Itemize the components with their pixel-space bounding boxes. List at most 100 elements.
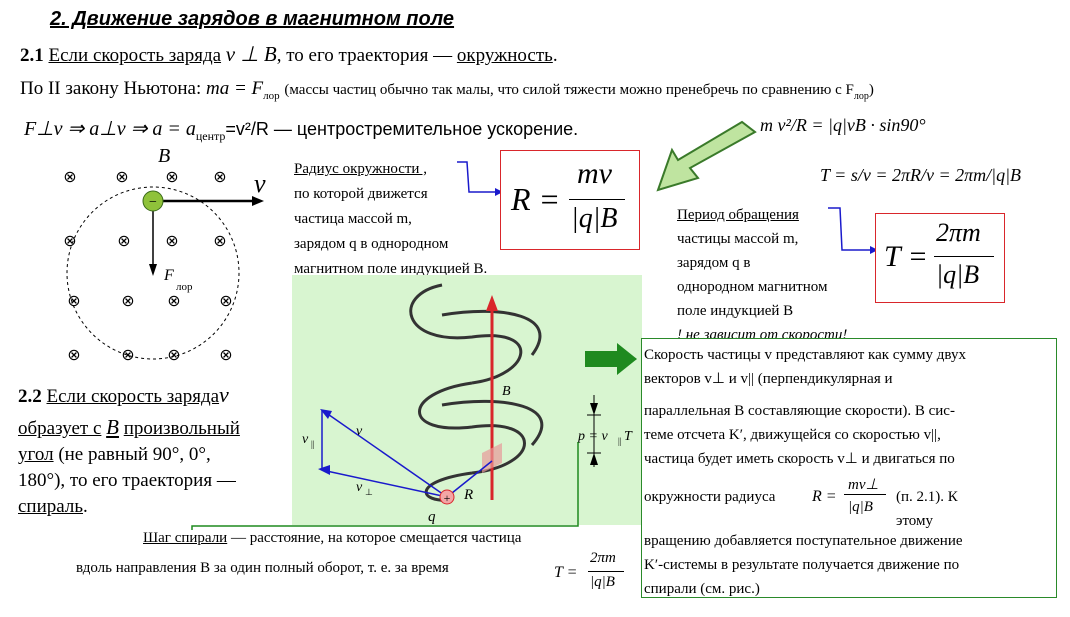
helix-label-q: q bbox=[428, 509, 436, 525]
helix-label-vperp: v bbox=[356, 480, 363, 495]
pitch-line-1: Шаг спирали — расстояние, на которое сме… bbox=[143, 530, 521, 547]
svg-text:⊗: ⊗ bbox=[165, 233, 178, 250]
dot: . bbox=[552, 45, 558, 66]
helix-label-vperp-sub: ⊥ bbox=[365, 487, 373, 497]
radius-line-5: магнитном поле индукцией B. bbox=[294, 261, 488, 277]
box-line-7: (п. 2.1). К этому bbox=[896, 489, 958, 529]
helix-diagram: + B v v || v ⊥ R q p = v || T bbox=[292, 275, 642, 525]
period-den: |q|B bbox=[936, 260, 980, 289]
helix-label-vpar: v bbox=[302, 432, 309, 447]
result-circle: окружность bbox=[456, 45, 553, 66]
label-F: F bbox=[163, 267, 174, 284]
section-2-1-heading: 2.1 Если скорость заряда v ⊥ B, то его т… bbox=[20, 42, 558, 67]
accel-line: F⊥v ⇒ a⊥v ⇒ a = aцентр=v²/R — центростре… bbox=[24, 116, 578, 144]
s22-l3b: (не равный 90°, 0°, bbox=[58, 444, 211, 465]
svg-text:⊗: ⊗ bbox=[167, 293, 180, 310]
condition-mid: , то его траектория — bbox=[276, 45, 453, 66]
box-line-3: параллельная B составляющие скорости). В… bbox=[644, 403, 955, 419]
box-line-6: окружности радиуса bbox=[644, 489, 776, 505]
radius-line-2: по которой движется bbox=[294, 186, 428, 202]
period-line-5: поле индукцией B bbox=[677, 303, 794, 319]
s22-result-spiral: спираль bbox=[18, 496, 84, 517]
page-title: 2. Движение зарядов в магнитном поле bbox=[50, 8, 455, 30]
helix-label-R: R bbox=[463, 487, 473, 503]
svg-text:⊗: ⊗ bbox=[121, 293, 134, 310]
svg-text:⊗: ⊗ bbox=[115, 169, 128, 186]
period-num: 2πm bbox=[936, 218, 981, 247]
radius-den: |q|B bbox=[571, 203, 618, 234]
charge-sign: − bbox=[149, 195, 157, 210]
equation-force-balance: m v²/R = |q|vB · sin90° bbox=[760, 115, 926, 135]
pitch-formula-lhs: T = bbox=[554, 564, 578, 581]
equation-period-derivation: T = s/v = 2πR/v = 2πm/|q|B bbox=[820, 165, 1022, 185]
box-formula-den: |q|B bbox=[848, 499, 873, 515]
green-right-arrow-icon bbox=[585, 343, 637, 375]
radius-formula-box: R = mv |q|B bbox=[500, 150, 640, 250]
helix-label-v: v bbox=[356, 424, 363, 439]
accel-sub: центр bbox=[195, 129, 226, 143]
svg-text:⊗: ⊗ bbox=[165, 169, 178, 186]
box-line-5: частица будет иметь скорость v⊥ и двигат… bbox=[644, 451, 955, 467]
accel-vectors: F⊥v ⇒ a⊥v ⇒ a = a bbox=[24, 118, 196, 140]
newton-pre: По II закону Ньютона: bbox=[20, 78, 202, 99]
svg-text:⊗: ⊗ bbox=[213, 169, 226, 186]
helix-label-pT: T bbox=[624, 429, 633, 444]
pitch-rest: — расстояние, на которое смещается части… bbox=[230, 530, 522, 546]
svg-text:⊗: ⊗ bbox=[219, 293, 232, 310]
newton-note: (массы частиц обычно так малы, что силой… bbox=[284, 82, 854, 98]
box-formula-num: mv⊥ bbox=[848, 477, 879, 493]
svg-text:⊗: ⊗ bbox=[67, 347, 80, 364]
green-arrow-icon bbox=[656, 120, 757, 192]
helix-label-p-sub: || bbox=[618, 436, 622, 446]
period-link-icon bbox=[828, 207, 878, 254]
condition-text: Если скорость заряда bbox=[48, 45, 222, 66]
velocity-decomposition-box: Скорость частицы v представляют как сумм… bbox=[641, 338, 1057, 598]
box-line-9: K′-системы в результате получается движе… bbox=[644, 557, 960, 573]
period-formula-box: T = 2πm |q|B bbox=[875, 213, 1005, 303]
circular-motion-diagram: ⊗⊗⊗⊗ ⊗⊗⊗⊗ ⊗⊗⊗⊗ ⊗⊗⊗⊗ − B v F лор bbox=[63, 145, 266, 364]
s22-v: v bbox=[219, 382, 229, 407]
newton-note-end: ) bbox=[868, 82, 874, 98]
newton-note-sub: лор bbox=[853, 90, 869, 102]
s22-dot: . bbox=[83, 496, 88, 517]
radius-line-3: частица массой m, bbox=[294, 211, 412, 227]
svg-text:⊗: ⊗ bbox=[219, 347, 232, 364]
radius-num: mv bbox=[577, 157, 612, 190]
newton-equation: ma = F bbox=[206, 78, 264, 99]
newton-line: По II закону Ньютона: ma = Fлор (массы ч… bbox=[20, 78, 874, 102]
helix-label-vpar-sub: || bbox=[311, 439, 315, 449]
newton-sub: лор bbox=[263, 89, 280, 102]
period-line-1: Период обращения bbox=[677, 207, 799, 223]
pitch-term: Шаг спирали bbox=[143, 530, 228, 546]
svg-text:⊗: ⊗ bbox=[213, 233, 226, 250]
s22-B: B bbox=[106, 415, 119, 439]
s22-l4: 180°), то его траектория — bbox=[18, 470, 236, 491]
box-line-8: вращению добавляется поступательное движ… bbox=[644, 533, 963, 549]
s22-l2a: образует с bbox=[18, 418, 102, 439]
label-F-sub: лор bbox=[176, 281, 193, 293]
radius-lhs: R = bbox=[511, 181, 561, 217]
s22-l3a: угол bbox=[18, 444, 54, 465]
period-lhs: T = bbox=[884, 240, 928, 273]
s22-l1: Если скорость заряда bbox=[46, 386, 220, 407]
helix-label-B: B bbox=[502, 384, 511, 399]
period-line-4: однородном магнитном bbox=[677, 279, 828, 295]
section-2-2: 2.2 Если скорость зарядаv образует с B п… bbox=[18, 382, 240, 520]
box-line-10: спирали (см. рис.) bbox=[644, 581, 760, 597]
svg-text:⊗: ⊗ bbox=[121, 347, 134, 364]
condition-vectors: v ⊥ B bbox=[225, 42, 277, 66]
pitch-line-2: вдоль направления B за один полный оборо… bbox=[76, 560, 449, 576]
pitch-connector-icon bbox=[191, 442, 579, 530]
pitch-formula-num: 2πm bbox=[590, 550, 616, 566]
svg-text:⊗: ⊗ bbox=[63, 233, 76, 250]
box-line-4: теме отсчета K′, движущейся со скоростью… bbox=[644, 427, 941, 443]
section-number: 2.1 bbox=[20, 45, 44, 66]
accel-rest: =v²/R — центростремительное ускорение. bbox=[225, 119, 579, 139]
radius-line-1: Радиус окружности , bbox=[294, 161, 427, 177]
section-2-2-number: 2.2 bbox=[18, 386, 42, 407]
period-line-3: зарядом q в bbox=[677, 255, 751, 271]
pitch-formula: T = 2πm |q|B bbox=[554, 550, 634, 600]
box-line-1: Скорость частицы v представляют как сумм… bbox=[644, 347, 966, 363]
helix-label-p: p = v bbox=[577, 429, 608, 444]
label-v: v bbox=[254, 169, 266, 198]
